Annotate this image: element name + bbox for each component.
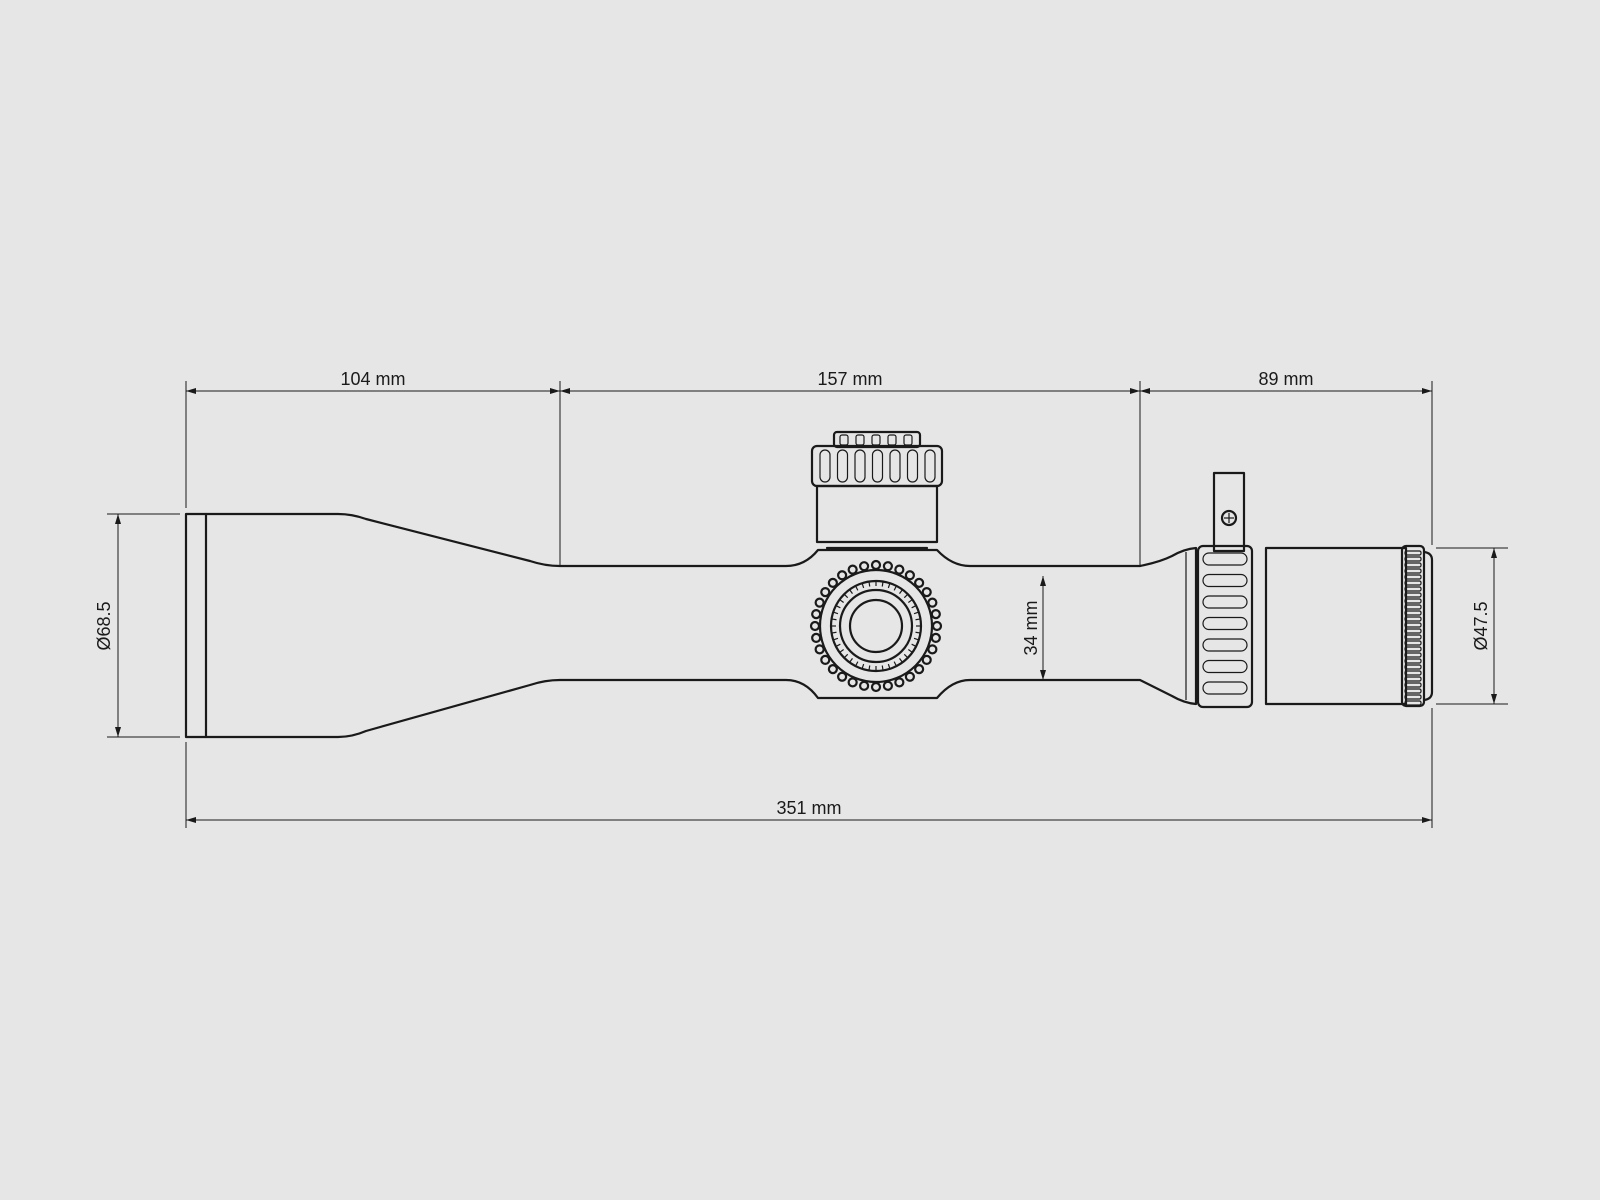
tube-diameter-label: 34 mm — [1021, 600, 1041, 655]
eyepiece-length-label: 89 mm — [1258, 369, 1313, 389]
objective-ring — [184, 512, 208, 739]
overall-length-label: 351 mm — [776, 798, 841, 818]
scope-outline — [204, 512, 1198, 739]
magnification-ring — [1185, 544, 1254, 709]
throw-lever — [1212, 471, 1246, 553]
objective-diameter-label: Ø68.5 — [94, 601, 114, 650]
scope-body — [184, 512, 1198, 739]
dimension-lines — [115, 388, 1497, 823]
elevation-turret — [810, 430, 944, 550]
extension-lines — [107, 381, 1508, 828]
side-focus-knob — [809, 559, 943, 693]
objective-bell-length-label: 104 mm — [340, 369, 405, 389]
center-tube-length-label: 157 mm — [817, 369, 882, 389]
eyepiece-diameter-label: Ø47.5 — [1471, 601, 1491, 650]
eyepiece — [1264, 544, 1434, 708]
